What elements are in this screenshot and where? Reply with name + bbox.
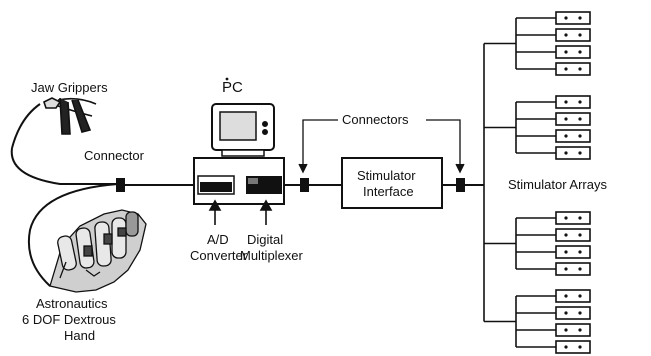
connectors-label: Connectors <box>342 112 409 127</box>
gripper-cable <box>10 147 118 185</box>
hand-label-line3: Hand <box>64 328 95 343</box>
stimulator-electrode <box>564 250 568 254</box>
stimulator-electrode <box>564 134 568 138</box>
stimulator-electrode <box>564 100 568 104</box>
pc-label: PC <box>222 79 243 96</box>
stimulator-electrode <box>578 328 582 332</box>
stimulator-arrays <box>555 11 591 354</box>
hand-label-line1: Astronautics <box>36 296 108 311</box>
stimulator-electrode <box>564 33 568 37</box>
stim-interface-line1: Stimulator <box>357 168 416 183</box>
stimulator-array-2-4 <box>555 146 591 160</box>
stimulator-array-4-1 <box>555 289 591 303</box>
ad-arrow <box>208 199 222 225</box>
stimulator-electrode <box>578 151 582 155</box>
stimulator-electrode <box>578 100 582 104</box>
stimulator-electrode <box>564 267 568 271</box>
stimulator-array-1-3 <box>555 45 591 59</box>
stimulator-interface-box <box>341 157 443 209</box>
stimulator-array-3-3 <box>555 245 591 259</box>
stimulator-electrode <box>564 233 568 237</box>
pc-monitor <box>211 103 275 157</box>
stimulator-array-1-4 <box>555 62 591 76</box>
mux-arrow <box>259 199 273 225</box>
ad-label-line2: Converter <box>190 248 248 263</box>
stimulator-tree <box>483 17 556 348</box>
stimulator-electrode <box>578 50 582 54</box>
stimulator-array-1-2 <box>555 28 591 42</box>
stimulator-electrode <box>578 33 582 37</box>
stimulator-electrode <box>578 345 582 349</box>
stimulator-electrode <box>578 16 582 20</box>
stimulator-array-3-1 <box>555 211 591 225</box>
stim-interface-line2: Interface <box>363 184 414 199</box>
stimulator-array-3-4 <box>555 262 591 276</box>
stimulator-electrode <box>578 67 582 71</box>
stimulator-array-3-2 <box>555 228 591 242</box>
connector-label: Connector <box>84 148 145 163</box>
stimulator-electrode <box>564 328 568 332</box>
jaw-grippers-label: Jaw Grippers <box>31 80 108 95</box>
dextrous-hand-drawing <box>49 209 147 293</box>
stimulator-array-2-2 <box>555 112 591 126</box>
mux-label-line1: Digital <box>247 232 283 247</box>
stimulator-electrode <box>578 250 582 254</box>
stimulator-array-4-4 <box>555 340 591 354</box>
hand-label-line2: 6 DOF Dextrous <box>22 312 116 327</box>
stimulator-electrode <box>578 134 582 138</box>
stimulator-array-4-3 <box>555 323 591 337</box>
stimulator-electrode <box>578 267 582 271</box>
stimulator-array-4-2 <box>555 306 591 320</box>
pc-base-unit <box>193 157 285 205</box>
pc-label-dot <box>225 77 229 81</box>
stimulator-electrode <box>564 345 568 349</box>
ad-label-line1: A/D <box>207 232 229 247</box>
connectors-callout <box>298 119 465 174</box>
stimulator-electrode <box>578 311 582 315</box>
hand-cable <box>27 183 119 287</box>
connector-2 <box>300 178 309 192</box>
stimulator-electrode <box>564 294 568 298</box>
stimulator-electrode <box>578 216 582 220</box>
mux-label-line2: Multiplexer <box>240 248 304 263</box>
stimulator-electrode <box>564 16 568 20</box>
stimulator-electrode <box>564 216 568 220</box>
jaw-gripper-drawing <box>11 97 97 149</box>
stimulator-electrode <box>564 117 568 121</box>
stimulator-electrode <box>564 151 568 155</box>
stimulator-electrode <box>564 311 568 315</box>
stimulator-electrode <box>564 50 568 54</box>
stimulator-electrode <box>564 67 568 71</box>
stimulator-arrays-label: Stimulator Arrays <box>508 177 607 192</box>
stimulator-array-1-1 <box>555 11 591 25</box>
stimulator-electrode <box>578 294 582 298</box>
connector-3 <box>456 178 465 192</box>
connector-1 <box>116 178 125 192</box>
stimulator-electrode <box>578 233 582 237</box>
stimulator-electrode <box>578 117 582 121</box>
stimulator-array-2-3 <box>555 129 591 143</box>
stimulator-array-2-1 <box>555 95 591 109</box>
